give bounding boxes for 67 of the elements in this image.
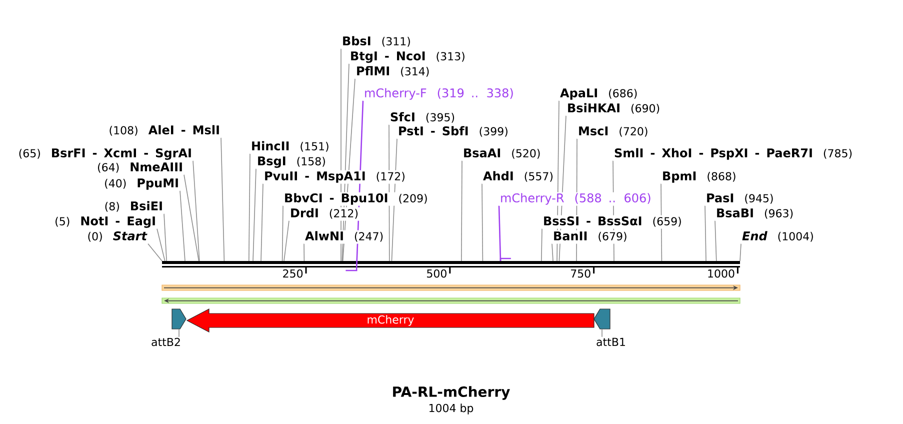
enzyme-site-label: ApaLI (686) [559,87,639,101]
enzyme-site-label: BpmI (868) [661,170,738,184]
leader-line [704,205,706,262]
tick-label: 1000 [708,269,734,278]
leader-line [461,160,462,262]
leader-line [220,137,225,262]
enzyme-site-label: BtgI - NcoI (313) [349,50,466,64]
enzyme-site-label: BsgI (158) [256,155,327,169]
leader-line [482,183,484,262]
tick-label: 500 [427,269,446,278]
leader-line [740,243,742,262]
enzyme-site-label: BssSI - BssSαI (659) [542,215,683,229]
enzyme-site-label: BanII (679) [552,230,628,244]
leader-line [148,243,162,262]
sequence-end-label: End (1004) [741,230,815,244]
feature-label: attB1 [596,338,625,346]
enzyme-site-label: SfcI (395) [389,111,456,125]
feature-block [594,308,610,330]
leader-line [714,220,717,262]
leader-line [180,190,186,262]
primer-label: mCherry-F (319 .. 338) [363,87,515,101]
enzyme-site-label: DrdI (212) [289,207,360,221]
leader-line [184,174,200,262]
leader-line [252,168,256,262]
enzyme-site-label: BsiHKAI (690) [566,102,662,116]
leader-line [164,213,167,262]
enzyme-site-label: PflMI (314) [355,65,431,79]
leader-line [192,160,200,262]
map-title: PA-RL-mCherry [393,386,510,400]
enzyme-site-label: (40) PpuMI [103,177,180,191]
primer-label: mCherry-R (588 .. 606) [499,192,652,206]
leader-line [552,243,554,262]
enzyme-site-label: (65) BsrFI - XcmI - SgrAI [17,147,193,161]
enzyme-site-label: PstI - SbfI (399) [397,125,510,139]
leader-line [498,206,502,261]
enzyme-site-label: PasI (945) [705,192,775,206]
enzyme-site-label: BsaBI (963) [715,207,795,221]
enzyme-site-label: SmlI - XhoI - PspXI - PaeR7I (785) [613,147,854,161]
enzyme-site-label: BbsI (311) [341,35,412,49]
enzyme-site-label: MscI (720) [577,125,650,139]
dna-backbone [162,261,740,268]
leader-line [178,328,180,338]
feature-band [162,298,740,304]
tick-label: 750 [571,269,590,278]
leader-line [260,183,264,262]
enzyme-site-label: (108) AleI - MslI [108,124,221,138]
enzyme-site-label: PvuII - MspA1I (172) [263,170,406,184]
enzyme-site-label: AhdI (557) [482,170,554,184]
enzyme-site-label: (5) NotI - EagI [54,215,157,229]
enzyme-site-label: (64) NmeAIII [96,161,184,175]
enzyme-site-label: (8) BsiEI [103,200,164,214]
leader-line [282,205,284,262]
enzyme-site-label: HincII (151) [250,140,330,154]
sequence-length: 1004 bp [429,404,474,414]
sequence-end-label: (0) Start [86,230,148,244]
feature-block: mCherry [186,308,594,332]
feature-label: attB2 [152,338,180,346]
enzyme-site-label: BsaAI (520) [462,147,542,161]
leader-line [248,153,250,262]
enzyme-site-label: AlwNI (247) [304,230,385,244]
leader-line [541,228,542,262]
feature-band [162,284,740,291]
leader-line [284,220,290,262]
leader-line [304,243,305,262]
tick-label: 250 [283,269,303,278]
feature-block [172,308,186,330]
leader-line [156,228,166,262]
